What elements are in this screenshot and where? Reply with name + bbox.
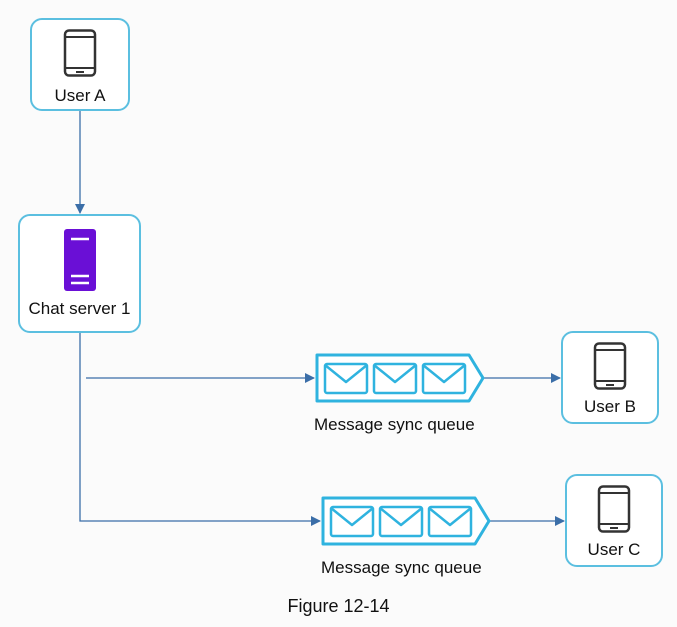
chat-server-node: Chat server 1 bbox=[18, 214, 141, 333]
message-sync-queue-2-icon bbox=[321, 496, 491, 546]
envelope-icons bbox=[323, 362, 467, 395]
mobile-phone-icon bbox=[593, 342, 627, 390]
mobile-phone-icon bbox=[63, 29, 97, 77]
mobile-phone-icon bbox=[597, 485, 631, 533]
user-b-node: User B bbox=[561, 331, 659, 424]
user-b-label: User B bbox=[584, 397, 636, 416]
user-c-node: User C bbox=[565, 474, 663, 567]
arrow-server-to-queue-2 bbox=[79, 333, 321, 526]
envelope-icons bbox=[329, 505, 473, 538]
queue-1-label: Message sync queue bbox=[314, 415, 475, 434]
message-sync-queue-1-icon bbox=[315, 353, 485, 403]
server-icon bbox=[64, 229, 96, 291]
user-a-node: User A bbox=[30, 18, 130, 111]
queue-2-label: Message sync queue bbox=[321, 558, 482, 577]
chat-server-label: Chat server 1 bbox=[28, 299, 131, 318]
user-c-label: User C bbox=[587, 540, 641, 559]
user-a-label: User A bbox=[54, 86, 106, 105]
figure-caption: Figure 12-14 bbox=[287, 596, 390, 616]
